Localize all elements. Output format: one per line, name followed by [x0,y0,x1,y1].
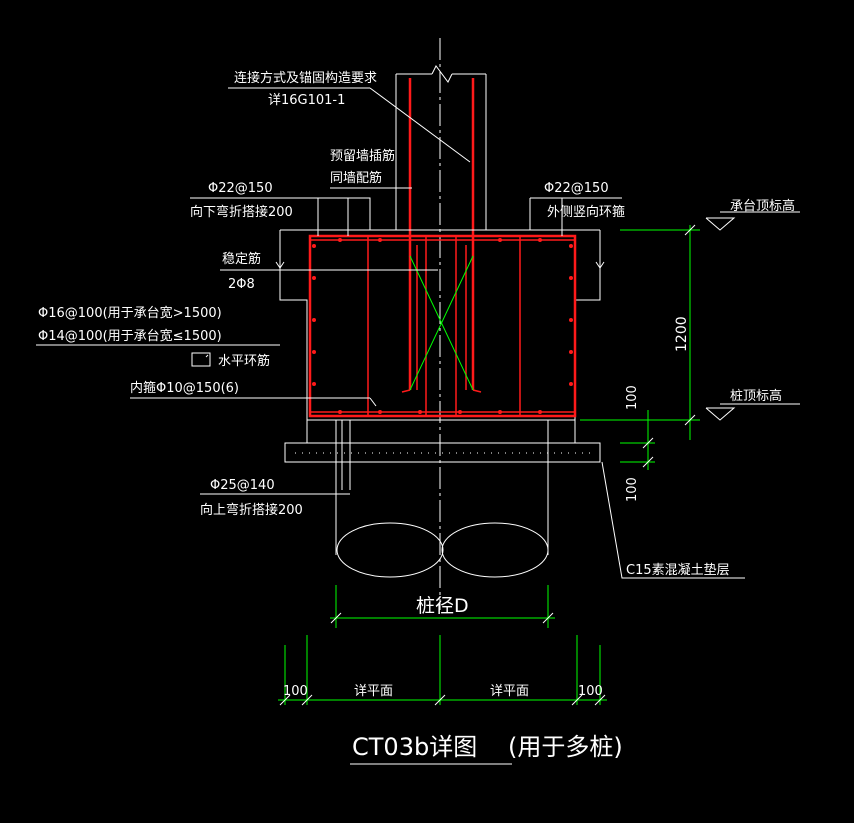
label-connection-1: 连接方式及锚固构造要求 [234,70,377,86]
label-wall-dowel-2: 同墙配筋 [330,170,382,186]
stabilizer-cross [409,255,474,391]
label-bottom-bar: Φ25@140 [210,478,275,493]
rebar-dots [312,238,573,414]
label-pile-diameter: 桩径D [416,595,469,617]
label-connection-2: 详16G101-1 [268,93,345,108]
label-stabilizer-1: 稳定筋 [222,251,261,267]
label-top-right-bar: Φ22@150 [544,181,609,196]
label-horizontal-1: Φ16@100(用于承台宽>1500) [38,305,222,321]
cap-outline [275,229,605,421]
label-stirrup: 内箍Φ10@150(6) [130,380,239,396]
dim-right-plan: 详平面 [490,684,529,699]
label-ring-legend: 水平环筋 [218,353,270,369]
leader-lines [36,87,745,579]
dim-left-plan: 详平面 [354,684,393,699]
label-stabilizer-2: 2Φ8 [228,277,255,292]
drawing-subtitle: (用于多桩) [508,733,623,761]
elevation-markers [705,211,800,421]
label-top-left-bar: Φ22@150 [208,181,273,196]
wall-outline [395,38,487,610]
label-bottom-note: 向上弯折搭接200 [200,502,303,518]
bottom-dimensions [278,585,607,706]
ring-legend-icon [191,352,211,367]
wall-dowels [401,78,482,393]
piles [335,420,549,578]
rebar-cage [308,234,577,418]
label-horizontal-2: Φ14@100(用于承台宽≤1500) [38,328,222,344]
dim-100-lower: 100 [625,477,640,502]
dim-1200: 1200 [674,316,690,352]
drawing-title: CT03b详图 [352,733,477,761]
label-wall-dowel-1: 预留墙插筋 [330,148,395,164]
label-cap-top-elevation: 承台顶标高 [730,198,795,214]
label-top-right-note: 外侧竖向环箍 [547,204,625,220]
label-pad: C15素混凝土垫层 [626,562,730,578]
label-top-left-note: 向下弯折搭接200 [190,204,293,220]
dim-100-upper: 100 [625,385,640,410]
concrete-pad [284,420,601,463]
right-dimensions [580,224,700,470]
label-pile-top-elevation: 桩顶标高 [730,388,782,404]
dim-left-100: 100 [283,684,308,699]
dim-right-100: 100 [578,684,603,699]
